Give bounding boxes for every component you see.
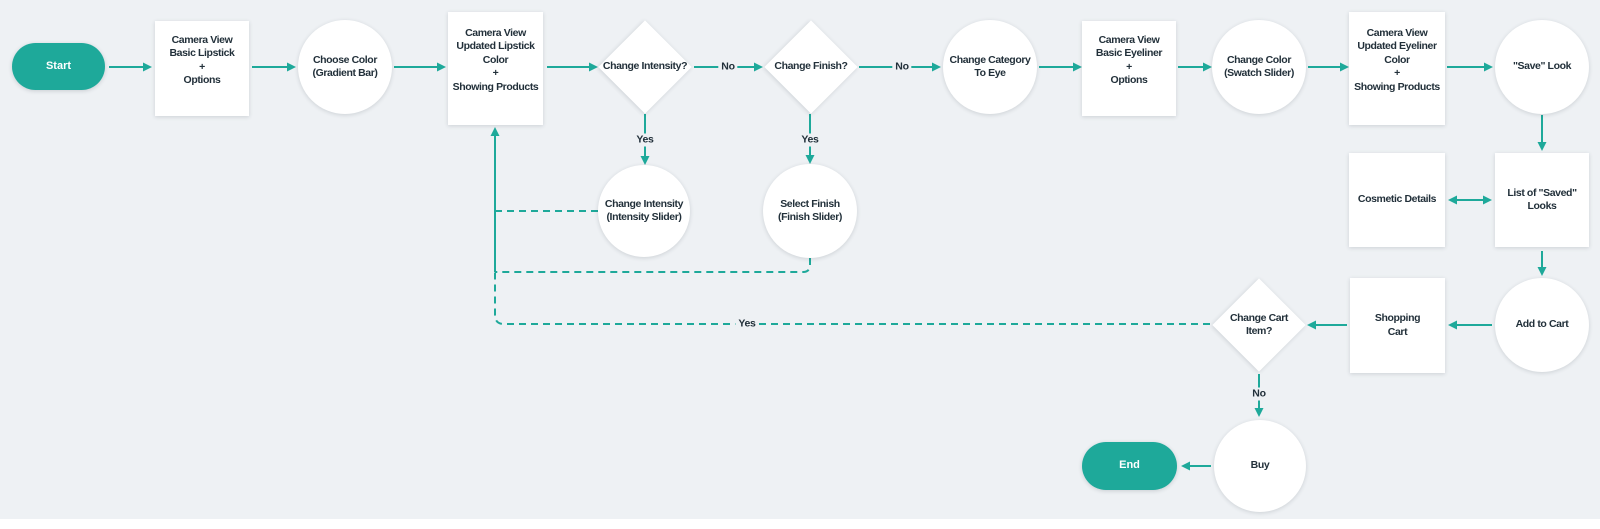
node-change-cart-item-decision[interactable]: Change Cart Item? <box>1212 278 1306 372</box>
arrowhead <box>1537 142 1547 151</box>
arrowhead <box>1483 195 1492 205</box>
node-buy[interactable]: Buy <box>1214 420 1306 512</box>
arrowhead <box>1307 320 1316 330</box>
node-start[interactable]: Start <box>12 43 105 90</box>
node-change-category[interactable]: Change Category To Eye <box>943 20 1037 114</box>
edge-label-intensity-yes: Yes <box>633 133 657 147</box>
node-label: Change Finish? <box>774 60 848 73</box>
node-label: Add to Cart <box>1515 318 1569 331</box>
node-label: Buy <box>1250 459 1270 472</box>
node-change-intensity-slider[interactable]: Change Intensity (Intensity Slider) <box>598 165 690 257</box>
node-camera-updated-eyeliner[interactable]: Camera View Updated Eyeliner Color + Sho… <box>1349 12 1445 125</box>
arrowhead <box>805 155 815 164</box>
arrowhead <box>754 62 763 72</box>
arrowhead <box>1340 62 1349 72</box>
node-save-look[interactable]: "Save" Look <box>1495 20 1589 114</box>
node-label: Change Intensity? <box>602 60 688 73</box>
arrowhead <box>1073 62 1082 72</box>
node-camera-basic-eyeliner[interactable]: Camera View Basic Eyeliner + Options <box>1082 21 1176 116</box>
node-shopping-cart[interactable]: Shopping Cart <box>1350 278 1445 373</box>
edge-label-cart-no: No <box>1249 387 1269 401</box>
node-label: List of "Saved" Looks <box>1507 186 1577 213</box>
node-change-finish-decision[interactable]: Change Finish? <box>764 20 858 114</box>
edge-label-cart-yes: Yes <box>735 317 759 331</box>
arrowhead <box>437 62 446 72</box>
bottom-whitespace <box>0 519 1600 529</box>
node-saved-looks-list[interactable]: List of "Saved" Looks <box>1495 153 1589 247</box>
node-add-to-cart[interactable]: Add to Cart <box>1495 278 1589 372</box>
node-label: "Save" Look <box>1512 60 1572 73</box>
arrowhead <box>1254 408 1264 417</box>
node-label: Camera View Basic Eyeliner + Options <box>1095 33 1163 87</box>
node-select-finish-slider[interactable]: Select Finish (Finish Slider) <box>763 164 857 258</box>
edge-label-finish-yes: Yes <box>798 133 822 147</box>
node-label: Choose Color (Gradient Bar) <box>312 53 378 80</box>
node-label: Start <box>45 59 72 72</box>
node-label: Change Intensity (Intensity Slider) <box>604 197 684 224</box>
node-camera-updated-lipstick[interactable]: Camera View Updated Lipstick Color + Sho… <box>448 12 543 125</box>
node-cosmetic-details[interactable]: Cosmetic Details <box>1349 153 1445 247</box>
node-label: End <box>1119 459 1140 472</box>
arrowhead <box>143 62 152 72</box>
edge-label-finish-no: No <box>892 60 912 74</box>
node-end[interactable]: End <box>1082 442 1177 490</box>
node-change-color-swatch[interactable]: Change Color (Swatch Slider) <box>1212 20 1306 114</box>
edge-cart-yes-feedback <box>494 272 1210 325</box>
node-label: Camera View Updated Lipstick Color + Sho… <box>452 26 539 93</box>
arrowhead <box>287 62 296 72</box>
arrowhead <box>1181 461 1190 471</box>
node-label: Camera View Updated Eyeliner Color + Sho… <box>1354 26 1440 93</box>
arrowhead <box>1203 62 1212 72</box>
node-label: Change Color (Swatch Slider) <box>1224 53 1294 80</box>
node-label: Camera View Basic Lipstick + Options <box>169 33 235 87</box>
arrowhead <box>1448 195 1457 205</box>
arrowhead <box>1484 62 1493 72</box>
node-label: Shopping Cart <box>1374 312 1421 338</box>
arrowhead <box>589 62 598 72</box>
arrowhead <box>490 127 500 136</box>
node-change-intensity-decision[interactable]: Change Intensity? <box>598 20 692 114</box>
arrowhead <box>1448 320 1457 330</box>
node-label: Select Finish (Finish Slider) <box>777 197 842 224</box>
node-label: Change Cart Item? <box>1229 311 1289 338</box>
edge-finish-slider-feedback <box>495 258 811 273</box>
arrowhead <box>932 62 941 72</box>
node-camera-basic-lipstick[interactable]: Camera View Basic Lipstick + Options <box>155 21 249 116</box>
arrowhead <box>640 156 650 165</box>
node-label: Change Category To Eye <box>949 53 1031 80</box>
edge-label-intensity-no: No <box>718 60 738 74</box>
node-choose-color[interactable]: Choose Color (Gradient Bar) <box>298 20 392 114</box>
arrowhead <box>1537 267 1547 276</box>
node-label: Cosmetic Details <box>1357 193 1437 206</box>
